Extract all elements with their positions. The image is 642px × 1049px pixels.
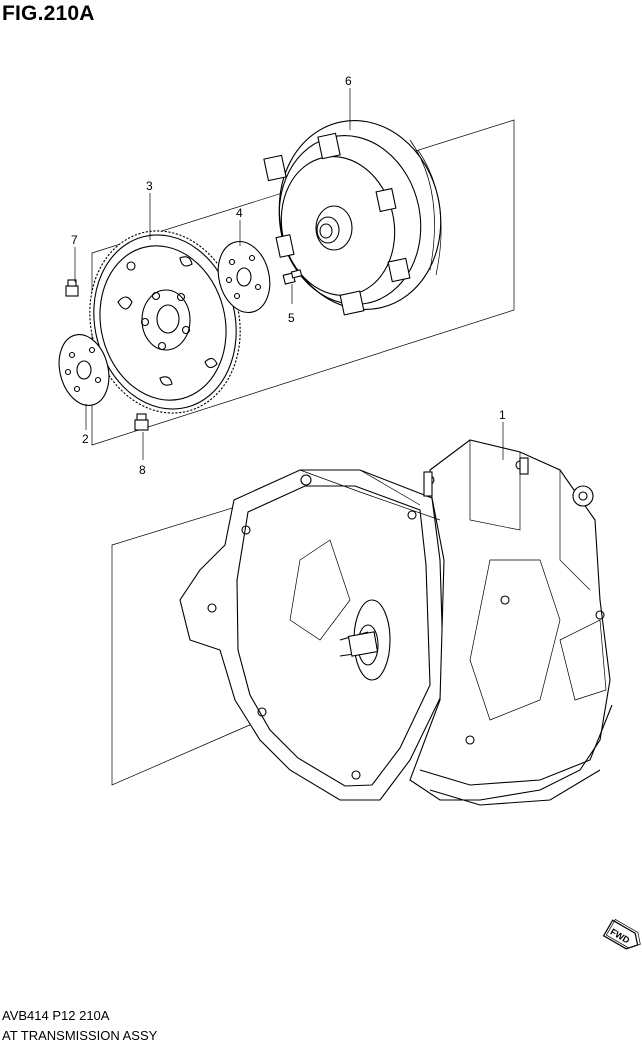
- callout-8: 8: [139, 463, 146, 477]
- spacer-plate: [217, 240, 271, 314]
- callout-3: 3: [146, 179, 153, 193]
- fwd-arrow-icon: FWD: [602, 918, 641, 950]
- callout-1: 1: [499, 408, 506, 422]
- figure-title: FIG.210A: [2, 2, 95, 25]
- bolt-7: [65, 279, 79, 297]
- callout-5: 5: [288, 311, 295, 325]
- transmission-case: [179, 439, 613, 806]
- drive-plate-ring-gear: [89, 230, 241, 414]
- callout-6: 6: [345, 74, 352, 88]
- torque-converter: [263, 120, 442, 316]
- figure-code: AVB414 P12 210A: [2, 1008, 110, 1023]
- bolt-5: [282, 269, 303, 285]
- callout-2: 2: [82, 432, 89, 446]
- callout-4: 4: [236, 206, 243, 220]
- callout-7: 7: [71, 233, 78, 247]
- backing-plate: [58, 334, 110, 406]
- bolt-8: [134, 413, 149, 431]
- figure-name: AT TRANSMISSION ASSY: [2, 1028, 158, 1043]
